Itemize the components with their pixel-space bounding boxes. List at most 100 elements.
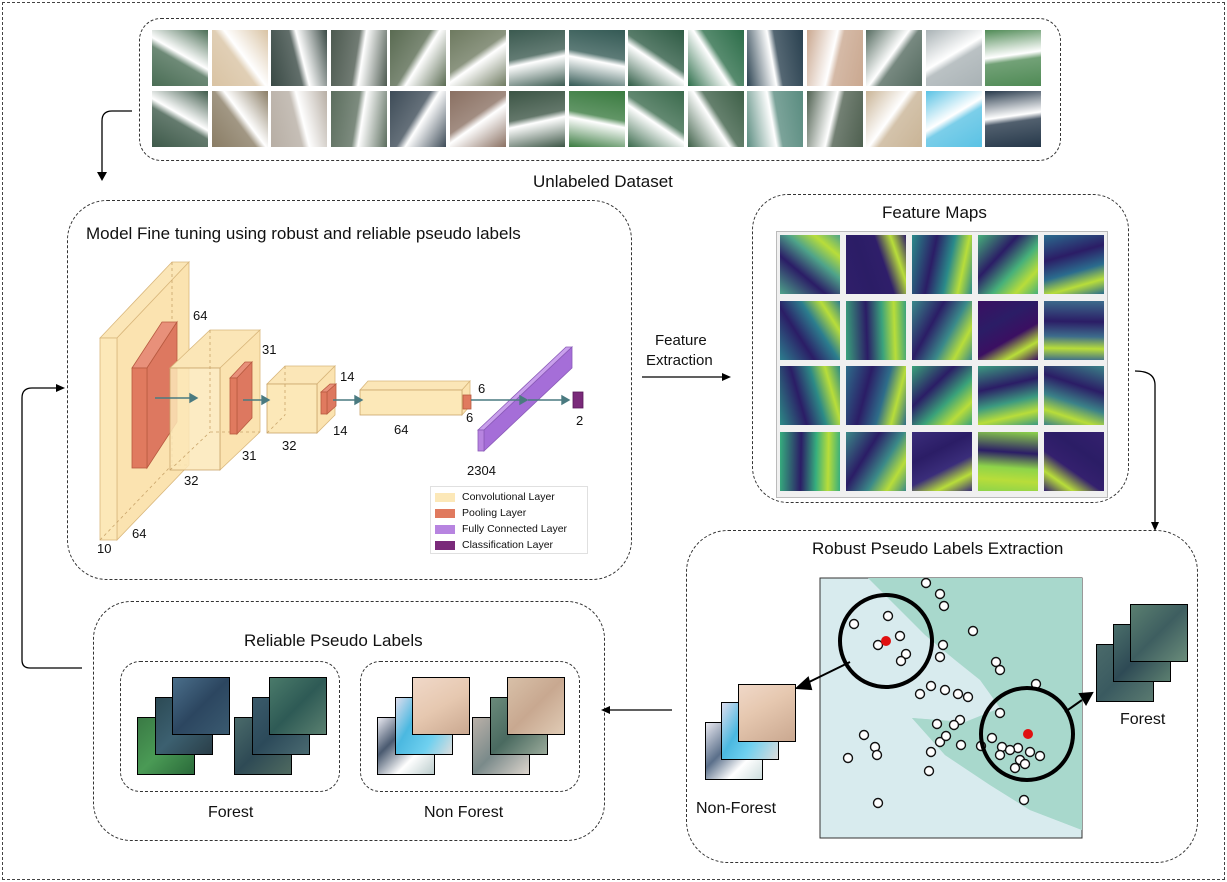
dim-label: 32 xyxy=(282,438,297,453)
satellite-tile xyxy=(628,30,684,86)
satellite-tile xyxy=(925,91,982,147)
thumb-image xyxy=(172,677,230,735)
satellite-tile xyxy=(687,30,744,86)
feature-map-tile xyxy=(846,300,906,360)
satellite-tile xyxy=(211,91,268,147)
feature-map-tile xyxy=(1044,431,1104,491)
satellite-tile xyxy=(211,30,268,86)
feature-map-tile xyxy=(978,431,1038,491)
dim-label: 64 xyxy=(193,308,208,323)
satellite-tile xyxy=(390,30,446,86)
feature-map-tile xyxy=(780,300,840,360)
feature-map-tile xyxy=(978,235,1038,294)
feature-maps-box xyxy=(752,194,1129,503)
satellite-tile xyxy=(985,30,1041,86)
feature-map-tile xyxy=(978,366,1038,425)
satellite-tile xyxy=(330,30,387,86)
dim-label: 31 xyxy=(262,342,277,357)
feature-map-grid xyxy=(776,231,1108,498)
forest-group-box xyxy=(120,661,340,792)
legend-swatch-cls xyxy=(435,540,455,550)
stack-non-forest-a xyxy=(377,677,473,777)
thumb-image xyxy=(1130,604,1188,662)
feature-map-tile xyxy=(780,366,840,425)
stack-forest-b xyxy=(234,677,330,777)
stack-non-forest-scatter xyxy=(705,680,797,780)
fine-tuning-title: Model Fine tuning using robust and relia… xyxy=(86,224,521,243)
satellite-tile xyxy=(330,91,387,147)
feature-map-tile xyxy=(912,300,972,360)
legend-item: Convolutional Layer xyxy=(435,489,583,505)
satellite-tile xyxy=(449,91,506,147)
satellite-tile xyxy=(568,30,625,86)
dim-label: 31 xyxy=(242,448,257,463)
scatter-forest-label: Forest xyxy=(1120,711,1166,728)
dim-label: 6 xyxy=(478,381,486,396)
satellite-tile xyxy=(509,30,565,86)
unlabeled-dataset-label: Unlabeled Dataset xyxy=(533,172,673,191)
feature-map-tile xyxy=(780,235,840,294)
legend-swatch-conv xyxy=(435,492,455,502)
satellite-tile xyxy=(925,30,982,86)
reliable-labels-title: Reliable Pseudo Labels xyxy=(244,631,423,650)
thumb-image xyxy=(507,677,565,735)
legend-swatch-fc xyxy=(435,524,455,534)
satellite-tile xyxy=(449,30,506,86)
dim-label: 32 xyxy=(184,473,199,488)
dim-label: 14 xyxy=(340,369,355,384)
non-forest-label: Non Forest xyxy=(424,804,504,821)
satellite-tile xyxy=(628,91,684,147)
satellite-tile xyxy=(152,30,208,86)
scatter-non-forest-label: Non-Forest xyxy=(696,800,777,817)
legend-item: Pooling Layer xyxy=(435,505,583,521)
stack-forest-scatter xyxy=(1096,602,1192,704)
satellite-tile xyxy=(271,30,327,86)
feature-map-tile xyxy=(846,366,906,425)
legend-label: Pooling Layer xyxy=(462,507,527,519)
legend-item: Fully Connected Layer xyxy=(435,521,583,537)
feature-map-tile xyxy=(912,235,972,294)
satellite-tile xyxy=(390,91,446,147)
dim-label: 14 xyxy=(333,423,348,438)
dim-label: 2 xyxy=(576,413,584,428)
feature-map-tile xyxy=(780,431,840,491)
dim-label: 6 xyxy=(466,410,474,425)
thumb-image xyxy=(269,677,327,735)
feature-map-tile xyxy=(1044,300,1104,360)
feature-map-tile xyxy=(912,431,972,491)
legend-item: Classification Layer xyxy=(435,537,583,553)
reliable-labels-box xyxy=(93,601,605,841)
legend-label: Classification Layer xyxy=(462,539,554,551)
satellite-tile xyxy=(866,91,922,147)
feature-map-tile xyxy=(1044,235,1104,294)
dim-label: 64 xyxy=(394,422,409,437)
robust-extraction-box xyxy=(686,530,1198,863)
feature-extraction-label-1: Feature xyxy=(655,332,707,349)
satellite-tile xyxy=(568,91,625,147)
satellite-tile xyxy=(152,91,208,147)
legend-label: Fully Connected Layer xyxy=(462,523,568,535)
thumb-image xyxy=(738,684,796,742)
feature-extraction-label-2: Extraction xyxy=(646,352,713,369)
unlabeled-dataset-box xyxy=(139,18,1061,161)
satellite-image-grid xyxy=(152,30,1052,150)
thumb-image xyxy=(412,677,470,735)
legend-label: Convolutional Layer xyxy=(462,491,555,503)
satellite-tile xyxy=(747,30,803,86)
dim-label: 64 xyxy=(132,526,147,541)
satellite-tile xyxy=(866,30,922,86)
feature-maps-title: Feature Maps xyxy=(882,203,987,222)
dim-label: 2304 xyxy=(467,463,496,478)
satellite-tile xyxy=(509,91,565,147)
stack-non-forest-b xyxy=(472,677,568,777)
forest-label: Forest xyxy=(208,804,254,821)
satellite-tile xyxy=(687,91,744,147)
non-forest-group-box xyxy=(360,661,580,792)
satellite-tile xyxy=(747,91,803,147)
satellite-tile xyxy=(806,91,863,147)
feature-map-tile xyxy=(912,366,972,425)
cnn-legend: Convolutional Layer Pooling Layer Fully … xyxy=(430,486,588,554)
satellite-tile xyxy=(806,30,863,86)
dim-label: 10 xyxy=(97,541,112,556)
